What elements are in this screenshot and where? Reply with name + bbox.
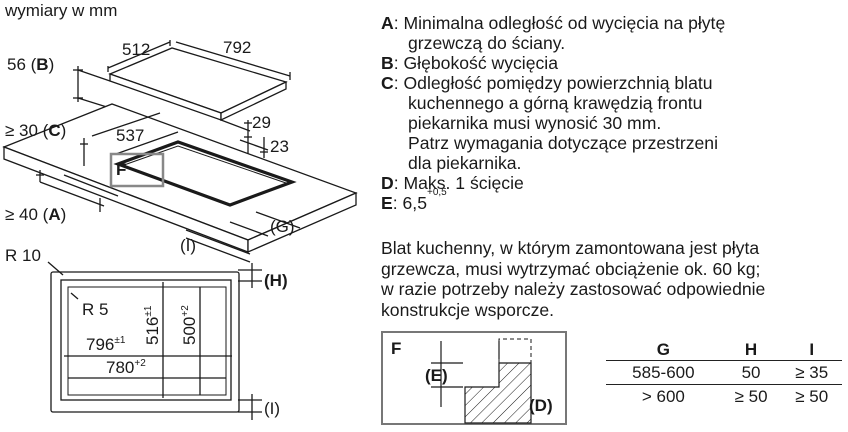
dim-796: 796±1 [86, 335, 126, 354]
dim-500: 500+2 [180, 305, 199, 345]
detail-d: (D) [529, 396, 553, 415]
r10-label: R 10 [5, 246, 41, 265]
table-row: 585-600 50 ≥ 35 [606, 360, 842, 385]
legend-c-cont2: piekarnika musi wynosić 30 mm. [408, 113, 662, 133]
dim-516: 516±1 [143, 305, 162, 345]
dim-29: 29 [252, 113, 271, 132]
dim-b-label: 56 (B) [7, 55, 54, 74]
cutout-opening [113, 140, 297, 207]
legend-c: C: Odległość pomiędzy powierzchnią blatu [381, 73, 713, 93]
legend-c-cont4: dla piekarnika. [408, 153, 522, 173]
legend-a-cont: grzewczą do ściany. [408, 33, 566, 53]
detail-f-label: F [116, 160, 126, 179]
legend-c-cont: kuchennego a górną krawędzią frontu [408, 93, 703, 113]
cutout-rect [67, 286, 227, 396]
detail-f-marker [109, 152, 165, 188]
r5-label: R 5 [82, 300, 108, 319]
label-i-bottom: (I) [264, 399, 280, 418]
worktop-end [247, 192, 357, 253]
dim-780: 780+2 [106, 358, 146, 377]
installation-drawing: 512 792 56 (B) ≥ 30 (C) 537 29 23 F ≥ 40… [2, 38, 358, 420]
dim-537: 537 [116, 126, 144, 145]
detail-f-drawing: F (E) (D) [381, 331, 567, 425]
detail-e: (E) [425, 366, 448, 385]
label-g: (G) [270, 217, 295, 236]
cooktop-side [220, 80, 287, 122]
dim-512: 512 [122, 40, 150, 59]
legend-d: D: Maks. 1 ścięcie [381, 173, 524, 193]
cooktop-rect [60, 279, 232, 401]
detail-f-title: F [391, 339, 401, 358]
legend-a: A: Minimalna odległość od wycięcia na pł… [381, 13, 726, 33]
units-label: wymiary w mm [5, 1, 118, 20]
table-row: > 600 ≥ 50 ≥ 50 [641, 386, 829, 406]
dim-792: 792 [223, 38, 251, 57]
label-i-top: (I) [180, 236, 196, 255]
dim-c-label: ≥ 30 (C) [5, 121, 66, 140]
legend-c-cont3: Patrz wymagania dotyczące przestrzeni [408, 133, 718, 153]
distance-table: G H I 585-600 50 ≥ 35 > 600 ≥ 50 ≥ 50 [606, 339, 842, 408]
worktop-rect [50, 271, 240, 413]
legend-b: B: Głębokość wycięcia [381, 53, 558, 73]
dim-23: 23 [270, 137, 289, 156]
legend: A: Minimalna odległość od wycięcia na pł… [381, 13, 846, 213]
dim-a-label: ≥ 40 (A) [5, 205, 66, 224]
legend-e: E: 6,5+0,5 [381, 187, 447, 214]
label-h: (H) [264, 271, 288, 290]
table-header: G H I [606, 339, 842, 361]
load-note: Blat kuchenny, w którym zamontowana jest… [381, 238, 766, 320]
